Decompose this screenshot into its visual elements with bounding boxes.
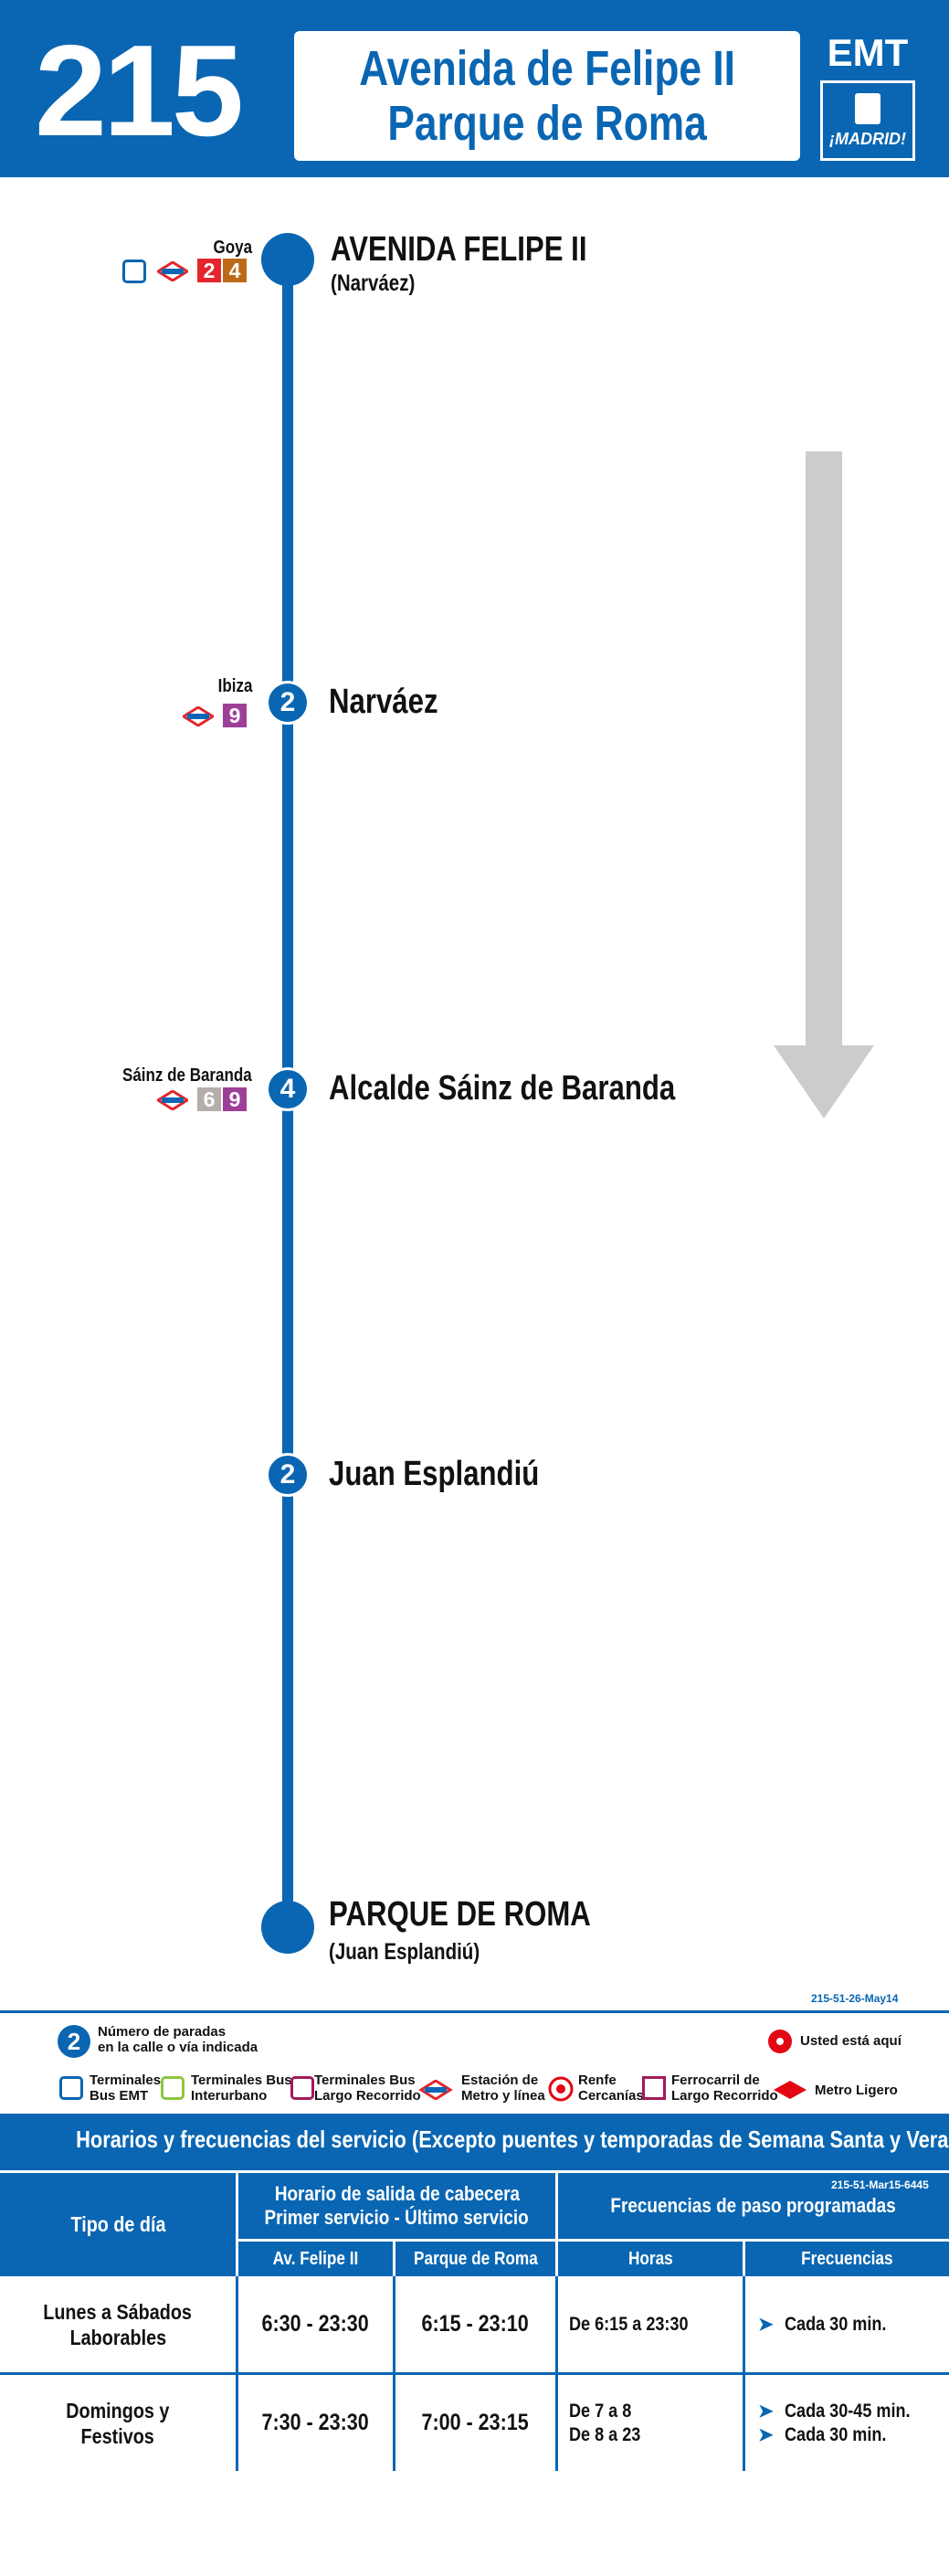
arrow-right-icon: ➤: [758, 2401, 774, 2422]
metro-icon: [418, 2080, 453, 2100]
bus-long-distance-icon: [290, 2076, 314, 2100]
grid-line: [238, 2239, 949, 2242]
metro-icon: [183, 706, 214, 726]
stop-count-badge: 4: [266, 1067, 310, 1111]
route-number: 215: [35, 18, 244, 164]
metro-line-badge: 9: [223, 704, 247, 727]
grid-line: [555, 2173, 558, 2276]
row-felipe-times: 7:30 - 23:30: [261, 2410, 370, 2435]
legend-badge-text-1: Número de paradas: [98, 2024, 227, 2040]
grid-line: [743, 2242, 745, 2276]
legend-stop-count-badge: 2: [58, 2025, 90, 2058]
grid-line: [393, 2276, 395, 2471]
row-frequencies: ➤Cada 30-45 min. ➤Cada 30 min.: [758, 2400, 911, 2445]
metro-icon: [157, 261, 188, 281]
grid-line: [743, 2276, 745, 2471]
light-rail-icon: [774, 2081, 807, 2099]
header-bar: 215 Avenida de Felipe II Parque de Roma …: [0, 0, 949, 177]
destination-line-1: Avenida de Felipe II: [359, 41, 735, 96]
grid-line: [236, 2276, 238, 2471]
schedule-title-bar: [0, 2114, 949, 2170]
connection-label-goya: Goya: [213, 238, 252, 258]
arrow-right-icon: ➤: [758, 2315, 774, 2335]
terminal-start-dot: [261, 233, 314, 286]
col-frequencies: Frecuencias de paso programadas: [558, 2173, 949, 2239]
col-departure: Horario de salida de cabecera Primer ser…: [238, 2173, 555, 2239]
row-felipe-times: 6:30 - 23:30: [261, 2311, 370, 2337]
grid-line: [393, 2242, 395, 2276]
bus-emt-icon: [122, 260, 146, 283]
schedule-title-divider: [0, 2170, 949, 2173]
operator-logo: EMT ¡MADRID!: [813, 31, 923, 161]
map-code: 215-51-26-May14: [811, 1992, 899, 2005]
stop-name: Alcalde Sáinz de Baranda: [329, 1069, 676, 1108]
grid-line: [236, 2173, 238, 2276]
operator-name: EMT: [827, 31, 909, 74]
sub-col-frequencies: Frecuencias: [745, 2242, 949, 2276]
legend-badge-text-2: en la calle o vía indicada: [98, 2040, 258, 2055]
legend-badge-text: Número de paradas en la calle o vía indi…: [98, 2024, 258, 2055]
destination-line-2: Parque de Roma: [387, 96, 707, 151]
you-are-here-icon: [768, 2030, 792, 2053]
renfe-icon: [548, 2076, 574, 2102]
destination-box: Avenida de Felipe II Parque de Roma: [294, 31, 800, 161]
row-hours: De 7 a 8 De 8 a 23: [569, 2400, 641, 2445]
train-long-distance-icon: [642, 2076, 666, 2100]
stop-name-start: AVENIDA FELIPE II: [331, 230, 587, 269]
stop-name: Juan Esplandiú: [329, 1455, 540, 1493]
sub-col-parque-roma: Parque de Roma: [395, 2242, 555, 2276]
madrid-crest-icon: [855, 92, 880, 124]
connection-label-ibiza: Ibiza: [217, 676, 252, 696]
madrid-logo: ¡MADRID!: [820, 80, 915, 161]
terminal-end-dot: [261, 1901, 314, 1954]
arrow-right-icon: ➤: [758, 2424, 774, 2445]
bus-emt-icon: [59, 2076, 83, 2100]
legend-top-rule: [0, 2010, 949, 2013]
metro-icon: [157, 1090, 188, 1110]
stop-sub-end: (Juan Esplandiú): [329, 1939, 480, 1965]
stop-count-badge: 2: [266, 1453, 310, 1497]
sub-col-av-felipe: Av. Felipe II: [238, 2242, 393, 2276]
row-divider: [0, 2372, 949, 2375]
sub-col-hours: Horas: [558, 2242, 743, 2276]
metro-line-badge: 9: [223, 1087, 247, 1111]
schedule-code: 215-51-Mar15-6445: [831, 2178, 929, 2191]
direction-arrow-icon: [774, 451, 874, 1118]
stop-name: Narváez: [329, 683, 438, 721]
stop-name-end: PARQUE DE ROMA: [329, 1895, 591, 1934]
stop-count-badge: 2: [266, 681, 310, 725]
connection-label-sainz: Sáinz de Baranda: [122, 1065, 252, 1086]
metro-line-badge: 6: [197, 1087, 221, 1111]
you-are-here-label: Usted está aquí: [800, 2033, 902, 2049]
madrid-logo-text: ¡MADRID!: [829, 129, 906, 148]
grid-line: [555, 2276, 558, 2471]
metro-line-badge: 2: [197, 259, 221, 282]
schedule-title: Horarios y frecuencias del servicio (Exc…: [76, 2125, 949, 2153]
row-frequencies: ➤Cada 30 min.: [758, 2313, 887, 2336]
stop-sub-start: (Narváez): [331, 270, 416, 296]
metro-line-badge: 4: [223, 259, 247, 282]
row-roma-times: 7:00 - 23:15: [421, 2410, 530, 2435]
row-roma-times: 6:15 - 23:10: [421, 2311, 530, 2337]
bus-interurban-icon: [161, 2076, 185, 2100]
row-hours: De 6:15 a 23:30: [569, 2313, 689, 2335]
col-day-type: Tipo de día: [0, 2173, 236, 2276]
legend-item: Metro Ligero: [815, 2083, 898, 2098]
